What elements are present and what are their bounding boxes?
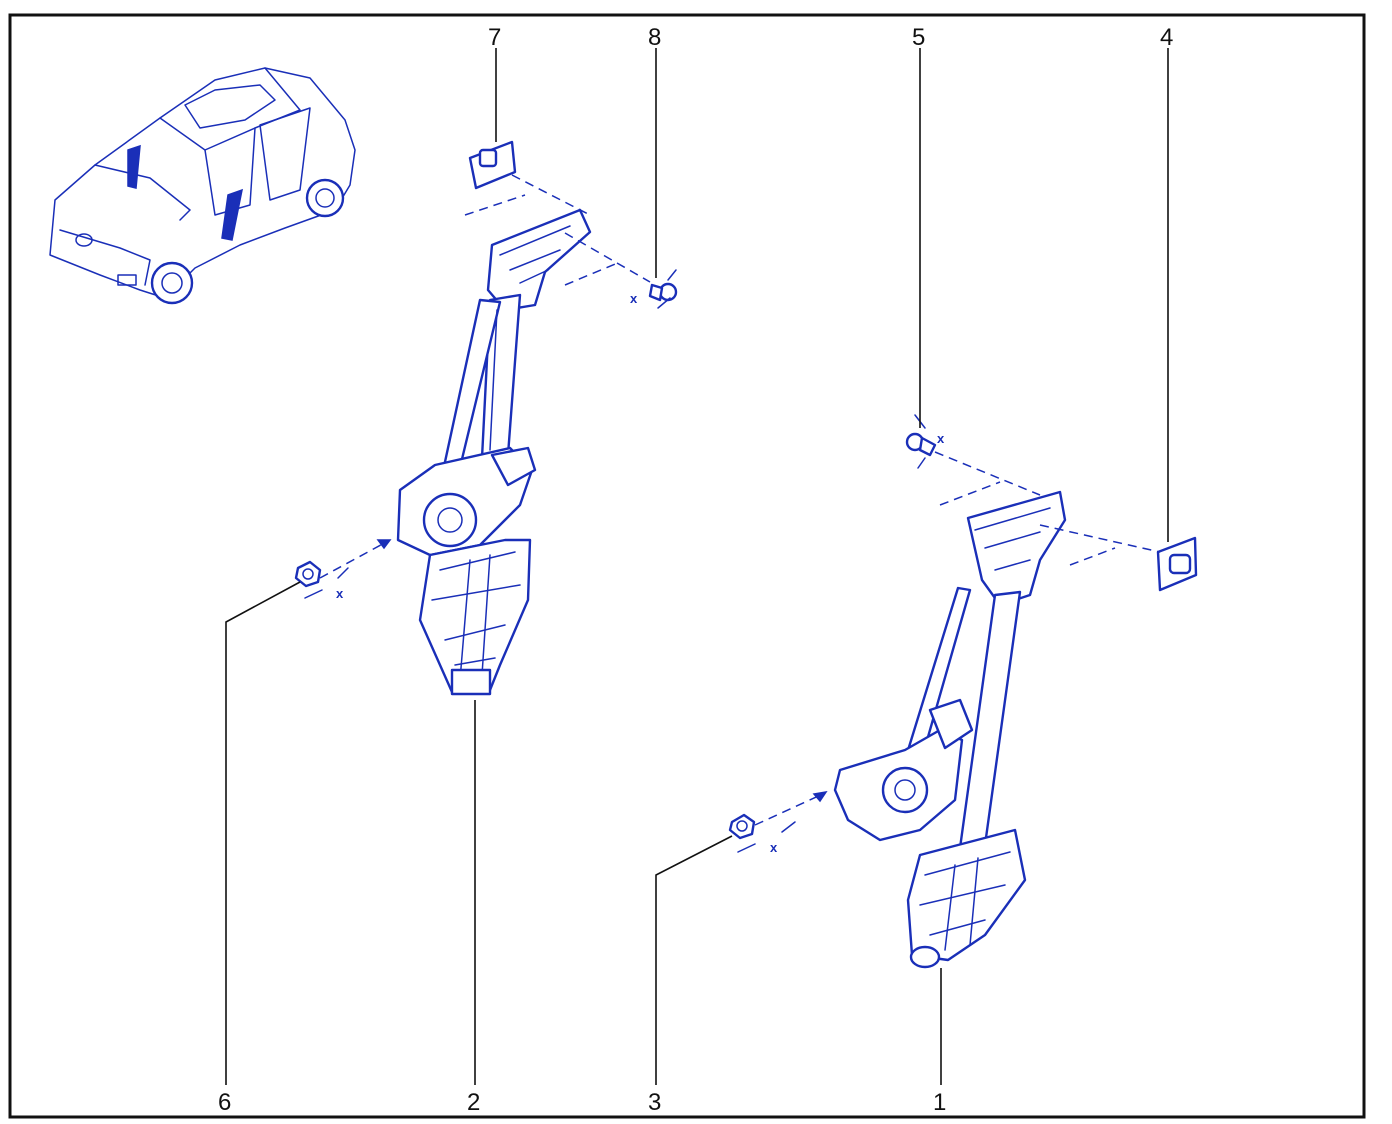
torque-mark-5: x [937, 431, 945, 446]
car-thumbnail-icon [49, 67, 356, 305]
assembly-line-4b [1069, 547, 1116, 566]
torque-mark-3: x [770, 840, 778, 855]
callout-8: 8 [648, 24, 661, 51]
bolt-icon [648, 269, 678, 309]
callout-7: 7 [488, 24, 501, 51]
leader-6 [225, 581, 301, 1085]
callout-4: 4 [1160, 24, 1173, 51]
assembly-line-7b [464, 194, 526, 216]
assembly-line-8 [564, 232, 651, 283]
assembly-line-6 [319, 539, 391, 579]
callout-5: 5 [912, 24, 925, 51]
leader-3 [655, 835, 733, 1085]
nut-icon [294, 560, 349, 599]
rear-window-regulator-icon [396, 208, 592, 696]
torque-mark-8: x [630, 291, 638, 306]
assembly-line-5 [934, 451, 1041, 496]
clip-icon [468, 140, 517, 190]
clip-icon [1156, 536, 1198, 592]
assembly-line-4 [1039, 524, 1161, 553]
callout-1: 1 [933, 1089, 946, 1116]
assembly-line-5b [939, 481, 1001, 506]
diagram-frame [8, 13, 1366, 1119]
front-window-regulator-icon [833, 490, 1067, 969]
callout-6: 6 [218, 1089, 231, 1116]
torque-mark-6: x [336, 586, 344, 601]
callout-3: 3 [648, 1089, 661, 1116]
callout-2: 2 [467, 1089, 480, 1116]
assembly-line-8b [564, 261, 621, 286]
assembly-line-3 [754, 792, 826, 826]
nut-icon [728, 813, 796, 853]
bolt-icon [905, 414, 937, 469]
